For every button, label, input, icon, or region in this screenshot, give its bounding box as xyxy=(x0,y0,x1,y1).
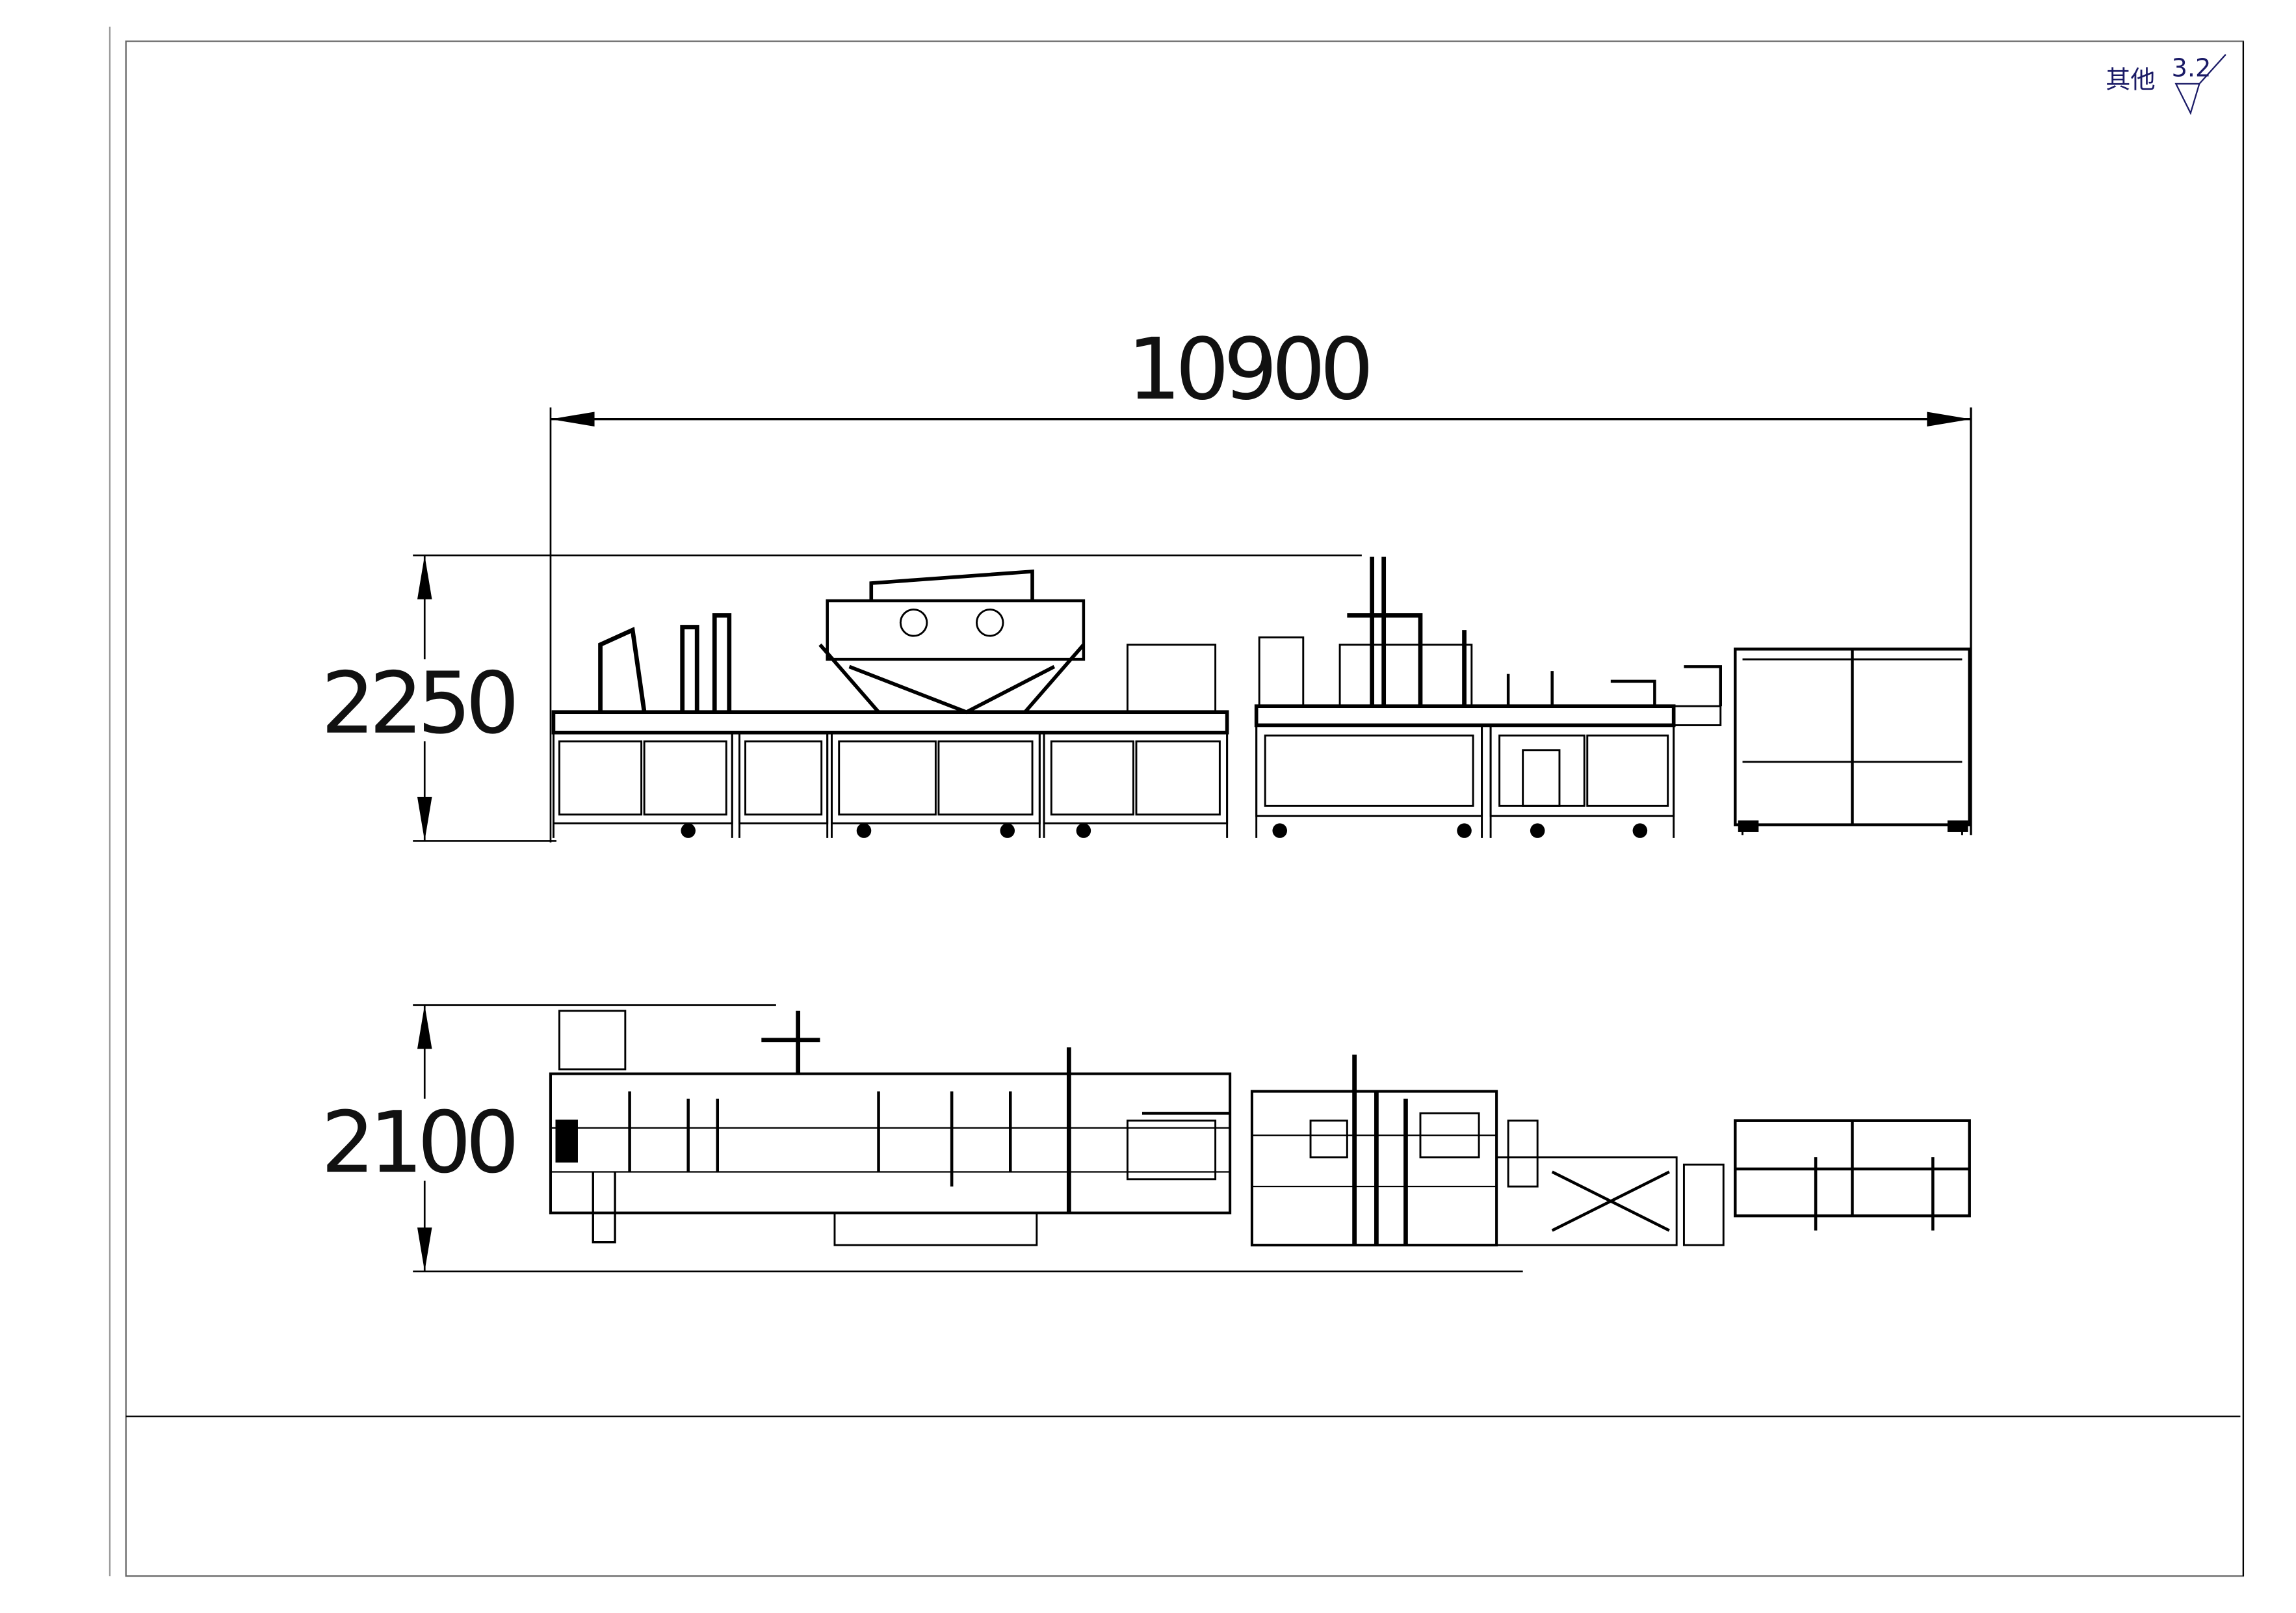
side-height-label: 2250 xyxy=(321,654,514,753)
surface-note-text: 其他 xyxy=(2106,66,2156,95)
machine-side-view xyxy=(551,557,1971,838)
dimension-overall-length: 10900 xyxy=(549,320,1972,843)
roughness-symbol-icon xyxy=(2174,54,2226,115)
drawing-border xyxy=(125,40,2245,1577)
dimension-side-height: 2250 xyxy=(321,554,1362,842)
machine-top-view xyxy=(549,1010,1971,1247)
surface-roughness-note: 其他 3.2 xyxy=(2106,54,2226,115)
top-width-label: 2100 xyxy=(321,1094,514,1192)
overall-length-label: 10900 xyxy=(1127,320,1368,419)
roughness-value: 3.2 xyxy=(2172,54,2211,83)
dimension-top-width: 2100 xyxy=(321,1004,1523,1273)
